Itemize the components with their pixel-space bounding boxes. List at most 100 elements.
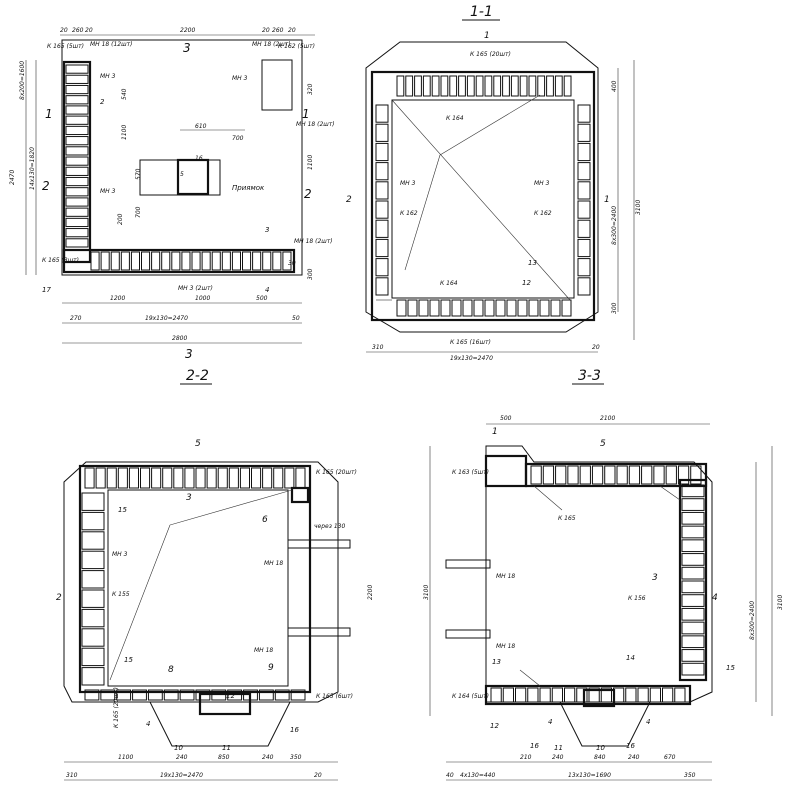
rebar-stirrup bbox=[517, 299, 528, 317]
dim-top-20b: 20 bbox=[85, 27, 93, 34]
callout-3: 3 bbox=[265, 226, 269, 234]
rebar-stirrup bbox=[65, 176, 89, 187]
sec33-callout-16: 16 bbox=[530, 742, 539, 750]
rebar-stirrup bbox=[284, 467, 295, 489]
rebar-stirrup bbox=[653, 465, 665, 485]
sec22-callout-15b: 15 bbox=[124, 656, 133, 664]
dim-1200: 1200 bbox=[110, 295, 125, 302]
rebar-stirrup bbox=[641, 465, 653, 485]
rebar-stirrup bbox=[132, 689, 147, 701]
rebar-stirrup bbox=[65, 197, 89, 207]
plan-bottom-wall-stirrups bbox=[90, 251, 292, 271]
sec11-k164-bottom: К 164 bbox=[440, 280, 458, 287]
rebar-stirrup bbox=[65, 74, 89, 84]
label-k162: К 162 (5шт) bbox=[278, 43, 315, 50]
rebar-stirrup bbox=[65, 146, 89, 156]
rebar-stirrup bbox=[65, 238, 89, 248]
rebar-stirrup bbox=[462, 299, 473, 317]
rebar-stirrup bbox=[211, 251, 221, 271]
rebar-stirrup bbox=[677, 465, 690, 485]
sec33-dim-350: 350 bbox=[684, 772, 696, 779]
rebar-stirrup bbox=[65, 217, 89, 228]
sec33-dim-3100: 3100 bbox=[777, 595, 784, 610]
rebar-stirrup bbox=[128, 467, 139, 489]
sec22-callout-16: 16 bbox=[290, 726, 299, 734]
rebar-stirrup bbox=[100, 251, 110, 271]
rebar-stirrup bbox=[681, 649, 705, 662]
sec22-callout-2: 2 bbox=[56, 593, 62, 603]
sec33-callout-11: 11 bbox=[554, 744, 563, 752]
rebar-stirrup bbox=[65, 95, 89, 105]
sec22-k165-top: К 165 (20шт) bbox=[316, 469, 357, 476]
rebar-stirrup bbox=[681, 635, 705, 649]
dim-top-20d: 20 bbox=[288, 27, 296, 34]
sec11-dim-19x130: 19x130=2470 bbox=[450, 355, 493, 362]
rebar-stirrup bbox=[184, 467, 195, 489]
sec33-mn18b: МН 18 bbox=[496, 643, 515, 650]
sec22-top-stirrups bbox=[84, 467, 306, 489]
rebar-stirrup bbox=[81, 531, 105, 550]
section-mark-1-left: 1 bbox=[45, 107, 53, 121]
sec22-cherez: через 130 bbox=[314, 523, 345, 530]
rebar-stirrup bbox=[65, 228, 89, 238]
rebar-stirrup bbox=[65, 156, 89, 166]
rebar-stirrup bbox=[116, 689, 132, 701]
sec11-dim-310: 310 bbox=[372, 344, 384, 351]
dim-top-260a: 260 bbox=[72, 27, 84, 34]
sec22-mn18a: МН 18 bbox=[264, 560, 283, 567]
sec22-callout-12: 12 bbox=[226, 692, 235, 700]
rebar-stirrup bbox=[681, 525, 705, 539]
rebar-stirrup bbox=[375, 181, 389, 200]
rebar-stirrup bbox=[613, 687, 625, 703]
rebar-stirrup bbox=[243, 689, 258, 701]
rebar-stirrup bbox=[120, 251, 130, 271]
sec11-top-stirrups bbox=[396, 75, 572, 97]
rebar-stirrup bbox=[95, 467, 106, 489]
sec22-dim-240a: 240 bbox=[176, 754, 188, 761]
rebar-stirrup bbox=[577, 200, 591, 219]
rebar-stirrup bbox=[162, 467, 173, 489]
rebar-stirrup bbox=[81, 570, 105, 589]
sec22-callout-15a: 15 bbox=[118, 506, 127, 514]
sec33-callout-16b: 16 bbox=[626, 742, 635, 750]
dim-270: 270 bbox=[70, 315, 82, 322]
dim-1000: 1000 bbox=[195, 295, 210, 302]
rebar-stirrup bbox=[681, 594, 705, 607]
section-mark-3-top: 3 bbox=[183, 41, 191, 55]
rebar-stirrup bbox=[375, 162, 389, 181]
rebar-stirrup bbox=[117, 467, 128, 489]
rebar-stirrup bbox=[65, 105, 89, 115]
label-mn3-a: МН 3 bbox=[100, 73, 116, 80]
rebar-stirrup bbox=[577, 142, 591, 162]
sec33-mn18a: МН 18 bbox=[496, 573, 515, 580]
sec22-mn18b: МН 18 bbox=[254, 647, 273, 654]
sec11-k162-left: К 162 bbox=[400, 210, 418, 217]
label-mn18-b: МН 18 (2шт) bbox=[296, 121, 335, 128]
rebar-stirrup bbox=[290, 689, 306, 701]
sec22-dim-350: 350 bbox=[290, 754, 302, 761]
rebar-stirrup bbox=[577, 238, 591, 258]
rebar-stirrup bbox=[530, 465, 542, 485]
rebar-stirrup bbox=[375, 200, 389, 219]
sec22-callout-11: 11 bbox=[222, 744, 231, 752]
rebar-stirrup bbox=[396, 299, 407, 317]
sec22-dim-1100: 1100 bbox=[118, 754, 133, 761]
rebar-stirrup bbox=[539, 687, 551, 703]
sec33-callout-5: 5 bbox=[600, 439, 606, 449]
rebar-stirrup bbox=[227, 689, 243, 701]
rebar-stirrup bbox=[564, 687, 576, 703]
rebar-stirrup bbox=[475, 75, 484, 97]
rebar-stirrup bbox=[81, 628, 105, 647]
sec11-mn3-right: МН 3 bbox=[534, 180, 550, 187]
rebar-stirrup bbox=[579, 465, 591, 485]
rebar-stirrup bbox=[665, 465, 677, 485]
sec22-callout-8: 8 bbox=[168, 665, 174, 675]
sec33-bottom-stirrups bbox=[490, 687, 686, 703]
sec22-callout-3: 3 bbox=[186, 493, 192, 503]
label-mn18-c: МН 18 (2шт) bbox=[294, 238, 333, 245]
rebar-stirrup bbox=[274, 689, 290, 701]
sec11-k165-top: К 165 (20шт) bbox=[470, 51, 511, 58]
sec33-callout-12: 12 bbox=[490, 722, 499, 730]
rebar-stirrup bbox=[690, 465, 702, 485]
section-1-1: 1-1 1 К 165 (20шт) К 164 МН 3 МН 3 К 162… bbox=[346, 4, 642, 362]
